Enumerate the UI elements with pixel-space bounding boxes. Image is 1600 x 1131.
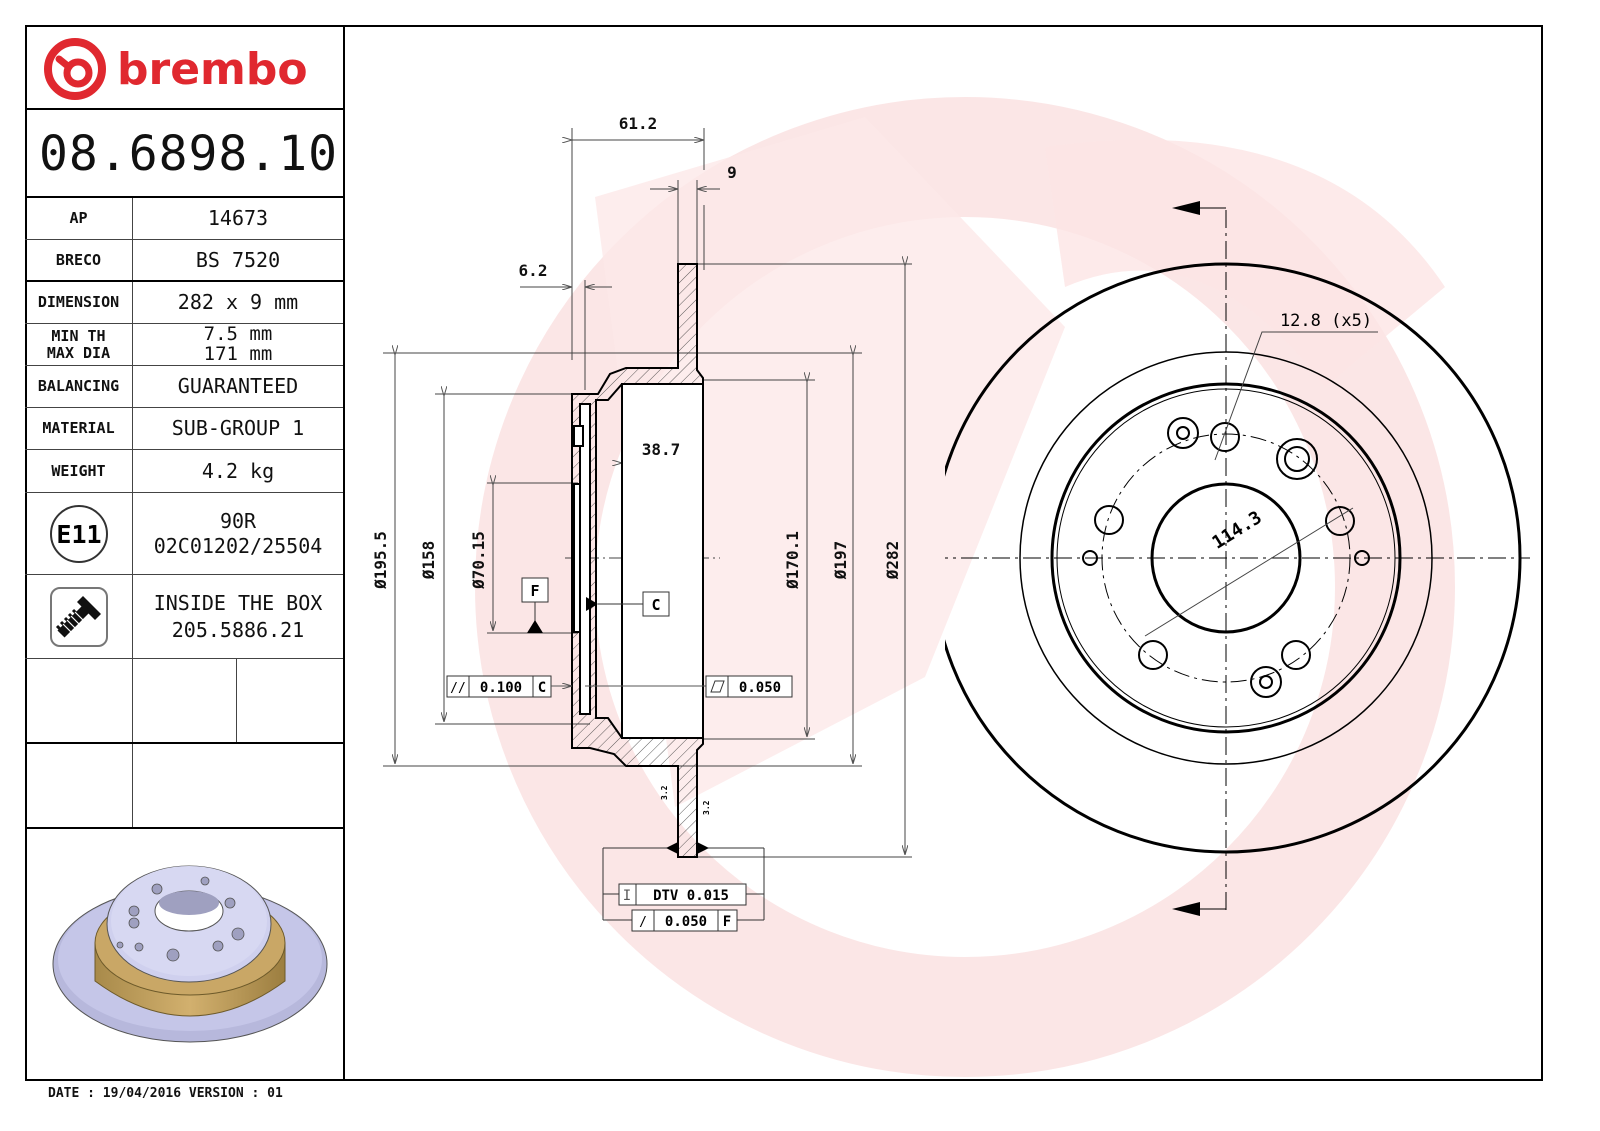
max-dia-value: 171 mm — [203, 342, 273, 365]
min-th-value: 7.5 mm — [203, 322, 273, 345]
parallelism-tolerance: // 0.100 C — [446, 675, 572, 698]
svg-text:114.3: 114.3 — [1209, 507, 1266, 554]
spec-row-material: MATERIAL SUB-GROUP 1 — [25, 408, 343, 450]
spec-label: WEIGHT — [25, 450, 133, 492]
runout-tolerance: / 0.050 F — [631, 909, 738, 932]
svg-text:/: / — [639, 915, 647, 930]
spec-label: MIN TH MAX DIA — [25, 324, 133, 365]
brand-name: brembo — [117, 43, 308, 95]
svg-text:3.2: 3.2 — [702, 800, 711, 815]
disc-3d-render — [52, 865, 328, 1043]
brembo-logo: brembo — [43, 37, 308, 101]
spec-value: 4.2 kg — [201, 458, 275, 483]
spec-row-balancing: BALANCING GUARANTEED — [25, 366, 343, 408]
drawing-frame — [25, 25, 1543, 1081]
spec-row-min-max: MIN TH MAX DIA 7.5 mm 171 mm — [25, 324, 343, 366]
section-view: F C // 0.100 C 0.050 3.2 3.2 I DTV 0.015 — [371, 114, 912, 932]
accessory-line2: 205.5886.21 — [171, 617, 305, 642]
svg-text:F: F — [530, 582, 539, 600]
accessory-text: INSIDE THE BOX 205.5886.21 — [133, 575, 343, 658]
svg-text:38.7: 38.7 — [642, 440, 681, 459]
spec-row-weight: WEIGHT 4.2 kg — [25, 450, 343, 493]
spec-row-ap: AP 14673 — [25, 198, 343, 240]
svg-text:9: 9 — [727, 163, 737, 182]
svg-text:0.050: 0.050 — [665, 914, 707, 930]
spec-label: BALANCING — [25, 366, 133, 407]
spec-row-dimension: DIMENSION 282 x 9 mm — [25, 282, 343, 324]
spec-row-breco: BRECO BS 7520 — [25, 240, 343, 282]
spec-value: BS 7520 — [195, 247, 281, 272]
brembo-logo-icon — [44, 38, 106, 100]
e11-badge-icon: E11 — [49, 504, 108, 563]
screw-icon — [49, 586, 108, 647]
svg-text:12.8 (x5): 12.8 (x5) — [1280, 311, 1372, 331]
accessory-icon-cell — [25, 575, 133, 658]
spec-value: GUARANTEED — [177, 374, 299, 398]
approval-badge-cell: E11 — [25, 493, 133, 574]
approval-text: 90R 02C01202/25504 — [133, 493, 343, 574]
accessory-row: INSIDE THE BOX 205.5886.21 — [25, 575, 343, 659]
spec-value: 7.5 mm 171 mm — [133, 324, 343, 365]
part-number: 08.6898.10 — [39, 126, 338, 182]
drawing-date-version: DATE : 19/04/2016 VERSION : 01 — [48, 1086, 283, 1101]
svg-text://: // — [450, 681, 466, 696]
svg-text:I: I — [623, 888, 631, 904]
svg-text:F: F — [723, 914, 731, 930]
dtv-tolerance: I DTV 0.015 — [618, 883, 747, 906]
svg-text:Ø70.15: Ø70.15 — [469, 531, 488, 590]
svg-text:Ø282: Ø282 — [883, 541, 902, 581]
approval-row: E11 90R 02C01202/25504 — [25, 493, 343, 575]
title-block: brembo 08.6898.10 AP 14673 BRECO BS 7520… — [25, 25, 345, 1081]
max-dia-label: MAX DIA — [46, 343, 111, 362]
spec-label: MATERIAL — [25, 408, 133, 449]
blank-row-2 — [25, 744, 343, 829]
svg-text:E11: E11 — [56, 520, 101, 549]
part-number-row: 08.6898.10 — [25, 110, 343, 198]
svg-text:0.100: 0.100 — [480, 680, 522, 696]
svg-text:Ø170.1: Ø170.1 — [783, 531, 802, 590]
spec-value: 14673 — [207, 206, 269, 230]
svg-text:C: C — [538, 680, 546, 696]
approval-line2: 02C01202/25504 — [153, 533, 323, 558]
min-th-label: MIN TH — [51, 327, 106, 345]
svg-text:Ø158: Ø158 — [419, 541, 438, 581]
svg-text:Ø197: Ø197 — [831, 541, 850, 581]
svg-text:C: C — [651, 596, 660, 614]
flatness-tolerance: 0.050 — [585, 675, 793, 698]
svg-text:Ø195.5: Ø195.5 — [371, 531, 390, 590]
svg-text:DTV 0.015: DTV 0.015 — [653, 888, 729, 904]
svg-text:3.2: 3.2 — [660, 785, 669, 800]
spec-value: 282 x 9 mm — [177, 290, 299, 314]
blank-row-1 — [25, 659, 343, 744]
spec-label: DIMENSION — [25, 282, 133, 323]
svg-text:6.2: 6.2 — [519, 261, 548, 280]
spec-label: AP — [25, 198, 133, 239]
spec-value: SUB-GROUP 1 — [171, 416, 305, 440]
svg-text:0.050: 0.050 — [739, 680, 781, 696]
svg-text:61.2: 61.2 — [619, 114, 658, 133]
spec-label: BRECO — [25, 240, 133, 280]
front-view: 114.3 12.8 (x5) — [945, 201, 1530, 916]
accessory-line1: INSIDE THE BOX — [153, 590, 323, 615]
logo-row: brembo — [25, 25, 343, 110]
approval-line1: 90R — [219, 508, 257, 533]
